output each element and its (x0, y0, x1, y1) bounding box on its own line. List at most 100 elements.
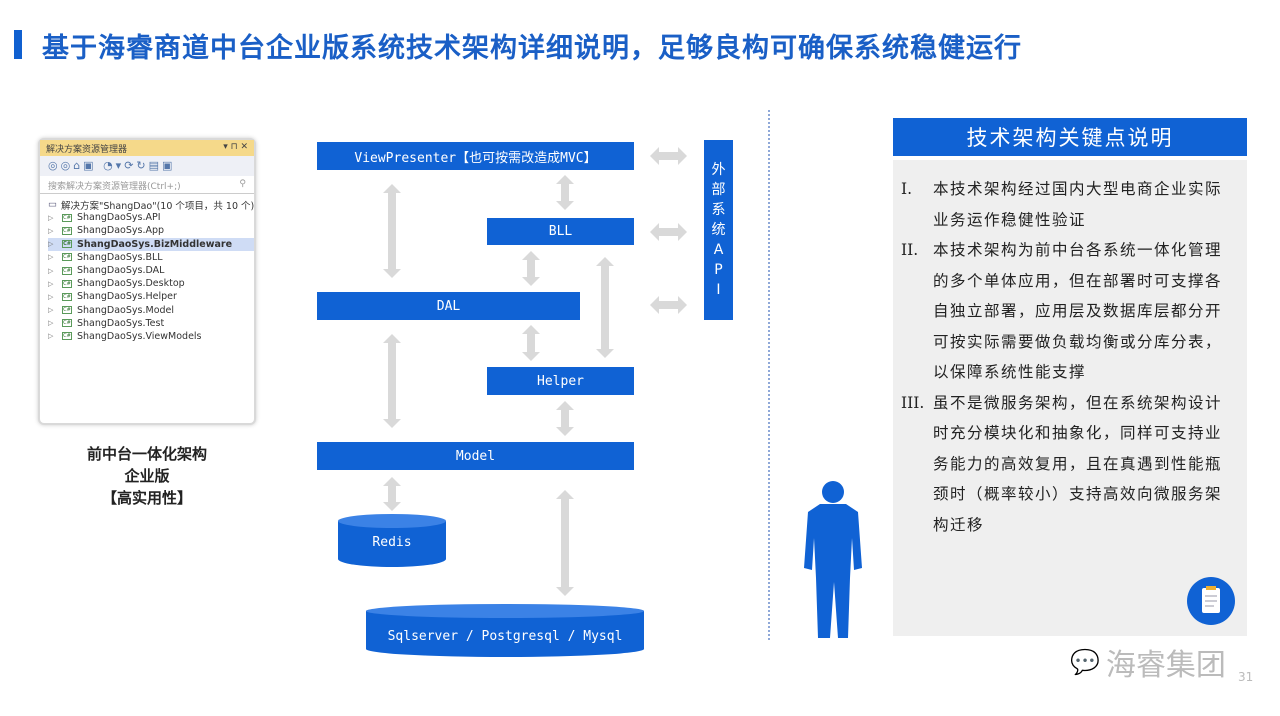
clipboard-icon (1187, 577, 1235, 625)
expand-icon[interactable]: ▷ (48, 240, 54, 249)
expand-icon[interactable]: ▷ (48, 319, 54, 328)
point-text: 虽不是微服务架构，但在系统架构设计时充分模块化和抽象化，同样可支持业务能力的高效… (933, 393, 1223, 534)
csharp-project-icon: C# (62, 319, 72, 328)
csharp-project-icon: C# (62, 292, 72, 301)
point-text: 本技术架构经过国内大型电商企业实际业务运作稳健性验证 (933, 180, 1223, 229)
project-item[interactable]: ▷ C# ShangDaoSys.ViewModels (48, 330, 254, 343)
ext-char: I (716, 282, 721, 298)
csharp-project-icon: C# (62, 213, 72, 222)
project-label: ShangDaoSys.Model (77, 304, 175, 316)
csharp-project-icon: C# (62, 240, 72, 249)
page-number: 31 (1238, 670, 1254, 684)
watermark-text: 海睿集团 (1105, 648, 1226, 683)
expand-icon[interactable]: ▷ (48, 213, 54, 222)
csharp-project-icon: C# (62, 306, 72, 315)
project-label: ShangDaoSys.API (77, 212, 161, 224)
expand-icon[interactable]: ▷ (48, 253, 54, 262)
wechat-icon: 💬 (1070, 648, 1100, 676)
ext-char: A (713, 242, 724, 258)
point-number: II. (901, 241, 919, 259)
database-label: Sqlserver / Postgresql / Mysql (387, 629, 623, 644)
key-point: II. 本技术架构为前中台各系统一体化管理的多个单体应用，但在部署时可支撑各自独立… (901, 235, 1237, 388)
dal-box: DAL (317, 292, 580, 320)
csharp-project-icon: C# (62, 226, 72, 235)
caption-line: 前中台一体化架构 (86, 445, 207, 463)
point-number: III. (901, 393, 925, 412)
project-label: ShangDaoSys.BizMiddleware (77, 238, 233, 250)
ext-char: 系 (711, 202, 726, 218)
person-silhouette-icon (804, 481, 862, 638)
bll-box: BLL (487, 218, 634, 245)
double-arrow (522, 325, 540, 361)
project-label: ShangDaoSys.BLL (77, 251, 163, 263)
database-cylinder (366, 604, 644, 657)
double-arrow (650, 223, 687, 241)
project-label: ShangDaoSys.ViewModels (77, 330, 202, 342)
double-arrow (650, 147, 687, 165)
solution-label: 解决方案"ShangDao"(10 个项目，共 10 个) (60, 200, 255, 212)
search-placeholder: 搜索解决方案资源管理器(Ctrl+;) (48, 182, 181, 192)
ext-char: 外 (711, 162, 726, 178)
project-item[interactable]: ▷ C# ShangDaoSys.BizMiddleware (48, 237, 254, 251)
project-label: ShangDaoSys.DAL (77, 265, 165, 277)
toolbar[interactable]: ◎◎⌂▣ ◔▾⟳↻▤▣ (40, 156, 254, 176)
panel-title: 技术架构关键点说明 (893, 118, 1247, 156)
project-label: ShangDaoSys.Helper (77, 291, 177, 303)
double-arrow (383, 334, 401, 428)
key-points-panel: I. 本技术架构经过国内大型电商企业实际业务运作稳健性验证 II. 本技术架构为前中… (893, 160, 1247, 636)
redis-cylinder (338, 514, 446, 567)
project-item[interactable]: ▷ C# ShangDaoSys.Model (48, 304, 254, 317)
csharp-project-icon: C# (62, 279, 72, 288)
caption-line: 【高实用性】 (101, 489, 192, 507)
project-label: ShangDaoSys.Test (77, 317, 165, 329)
expand-icon[interactable]: ▷ (48, 279, 54, 288)
csharp-project-icon: C# (62, 332, 72, 341)
project-item[interactable]: ▷ C# ShangDaoSys.DAL (48, 264, 254, 277)
double-arrow (650, 296, 687, 314)
project-item[interactable]: ▷ C# ShangDaoSys.BLL (48, 251, 254, 264)
helper-box: Helper (487, 367, 634, 395)
solution-node[interactable]: ▭解决方案"ShangDao"(10 个项目，共 10 个) (48, 198, 255, 212)
caption-line: 企业版 (124, 467, 170, 485)
search-input[interactable]: 搜索解决方案资源管理器(Ctrl+;)⚲ (40, 176, 254, 194)
project-item[interactable]: ▷C#ShangDaoSys.Desktop (48, 277, 254, 290)
model-box: Model (317, 442, 634, 470)
caption: 前中台一体化架构 企业版 【高实用性】 (38, 443, 256, 509)
ext-char: P (714, 262, 723, 278)
point-text: 本技术架构为前中台各系统一体化管理的多个单体应用，但在部署时可支撑各自独立部署，… (933, 241, 1223, 381)
header-label: 解决方案资源管理器 (46, 145, 128, 155)
project-item[interactable]: ▷ C# ShangDaoSys.API (48, 211, 254, 224)
redis-label: Redis (372, 535, 412, 550)
csharp-project-icon: C# (62, 266, 72, 275)
double-arrow (556, 175, 574, 210)
project-label: ShangDaoSys.App (77, 225, 165, 237)
page-title: 基于海睿商道中台企业版系统技术架构详细说明，足够良构可确保系统稳健运行 (42, 33, 1022, 64)
title-accent-bar (14, 30, 22, 59)
double-arrow (556, 401, 574, 436)
key-point: III. 虽不是微服务架构，但在系统架构设计时充分模块化和抽象化，同样可支持业务能… (901, 388, 1237, 541)
double-arrow (383, 184, 401, 278)
window-controls[interactable]: ▾ ⊓ ✕ (223, 142, 248, 152)
project-item[interactable]: ▷ C# ShangDaoSys.App (48, 224, 254, 237)
expand-icon[interactable]: ▷ (48, 292, 54, 301)
view-presenter-box: ViewPresenter【也可按需改造成MVC】 (317, 142, 634, 170)
double-arrow (596, 257, 614, 358)
divider (768, 110, 770, 640)
project-item[interactable]: ▷ C# ShangDaoSys.Helper (48, 290, 254, 303)
expand-icon[interactable]: ▷ (48, 266, 54, 275)
double-arrow (383, 477, 401, 511)
expand-icon[interactable]: ▷ (48, 332, 54, 341)
solution-icon: ▭ (48, 199, 57, 211)
project-item[interactable]: ▷ C# ShangDaoSys.Test (48, 317, 254, 330)
csharp-project-icon: C# (62, 253, 72, 262)
point-number: I. (901, 180, 913, 198)
ext-char: 统 (711, 222, 726, 238)
ext-char: 部 (711, 182, 726, 198)
expand-icon[interactable]: ▷ (48, 306, 54, 315)
solution-explorer-header: 解决方案资源管理器 ▾ ⊓ ✕ (40, 140, 254, 156)
expand-icon[interactable]: ▷ (48, 226, 54, 235)
double-arrow (522, 251, 540, 286)
key-point: I. 本技术架构经过国内大型电商企业实际业务运作稳健性验证 (901, 174, 1237, 235)
